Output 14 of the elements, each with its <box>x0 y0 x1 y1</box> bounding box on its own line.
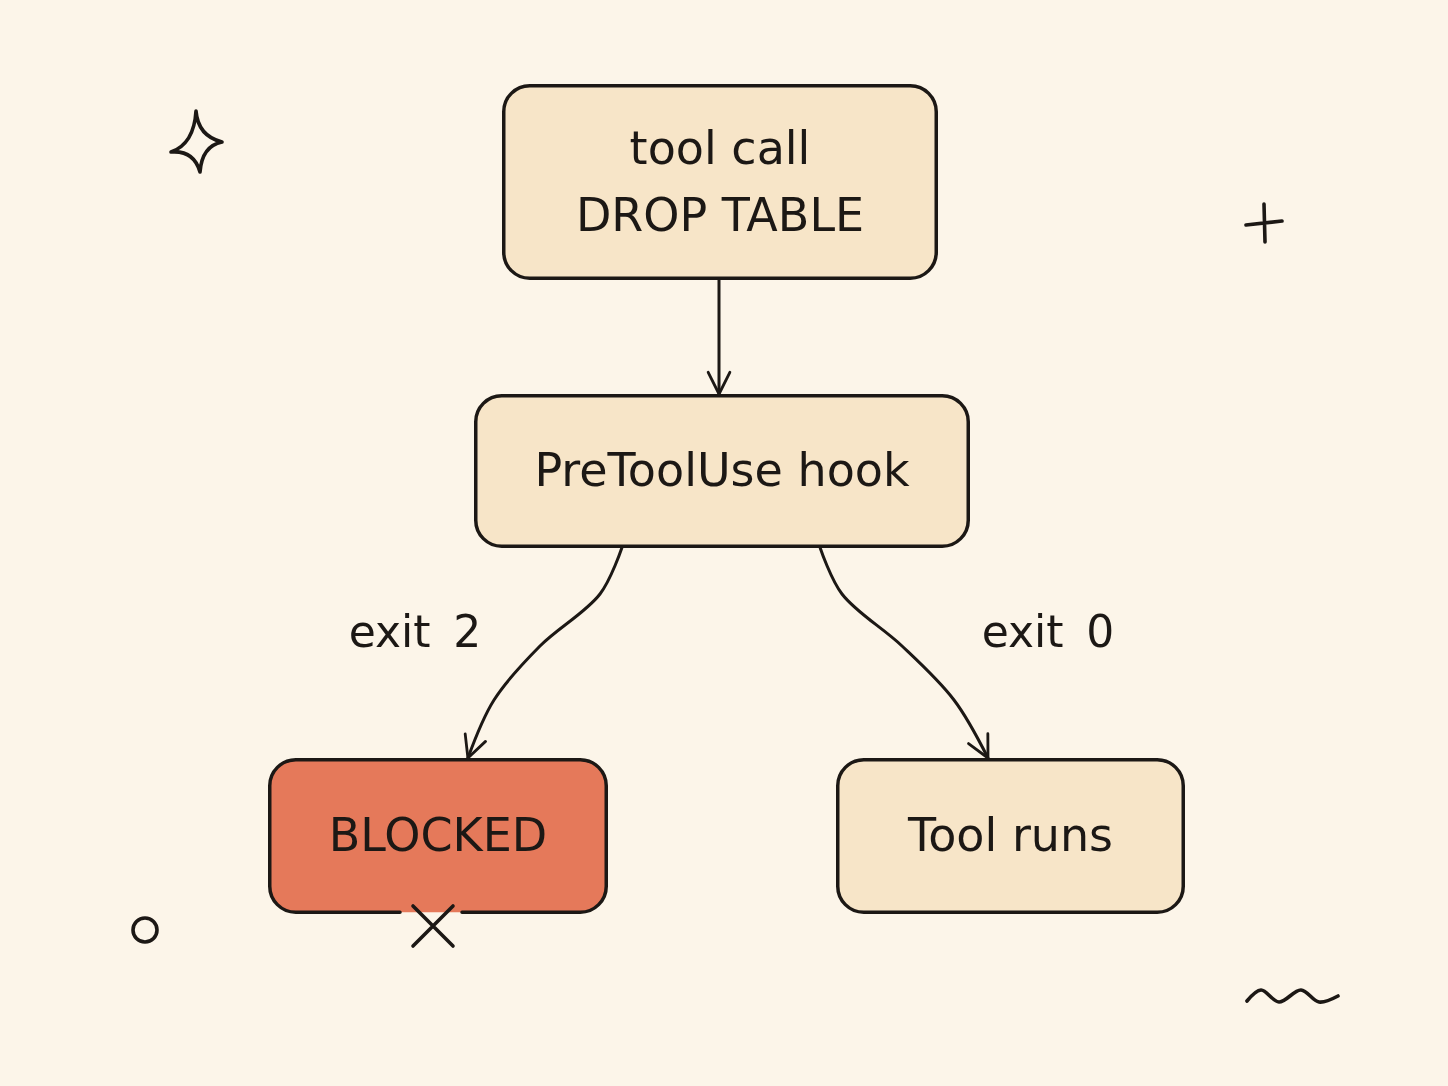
edge-label: exit 0 <box>981 605 1115 659</box>
edge-label: exit 2 <box>348 605 482 659</box>
node-label: tool call <box>629 120 811 176</box>
arrow <box>706 278 732 396</box>
process-box <box>268 758 608 914</box>
node-label: DROP TABLE <box>575 188 865 244</box>
node-label: PreToolUse hook <box>534 443 910 499</box>
process-box <box>836 758 1185 914</box>
node-label: BLOCKED <box>328 808 548 864</box>
arrow <box>463 546 624 760</box>
process-box <box>474 394 970 548</box>
node-label: Tool runs <box>907 808 1114 864</box>
arrow <box>818 546 990 760</box>
process-box <box>502 84 938 280</box>
